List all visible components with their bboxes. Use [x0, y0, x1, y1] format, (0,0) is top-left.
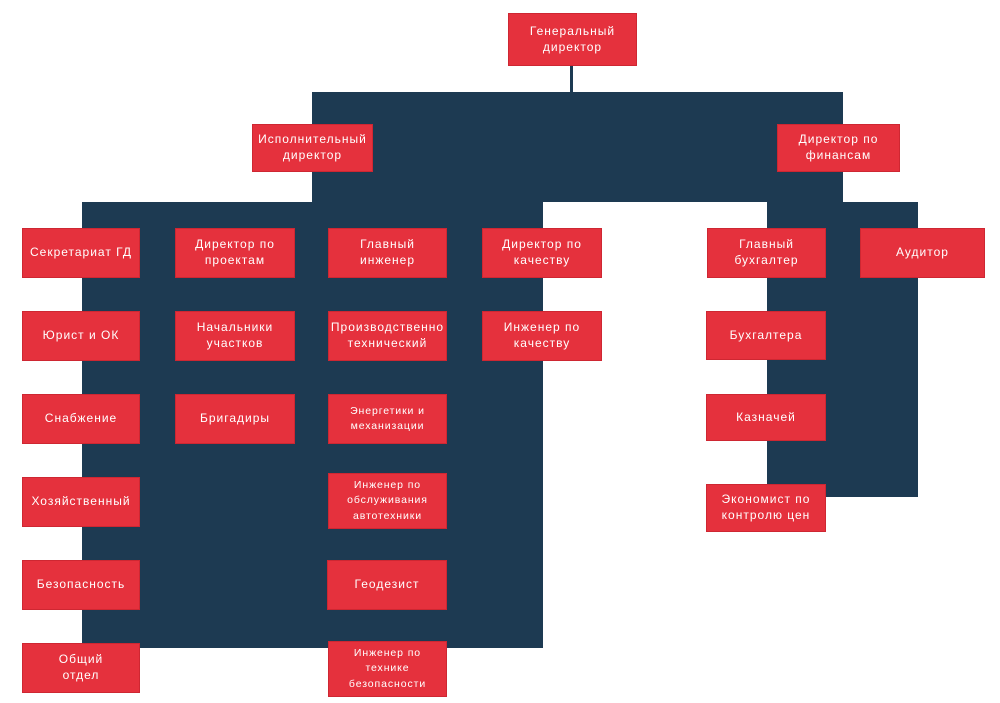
org-node-projects-director: Директор по проектам: [175, 228, 295, 278]
org-node-general-department: Общий отдел: [22, 643, 140, 693]
org-node-foremen: Бригадиры: [175, 394, 295, 444]
org-node-surveyor: Геодезист: [327, 560, 447, 610]
block-shape-block-left: [82, 202, 543, 648]
org-node-lawyer-hr: Юрист и ОК: [22, 311, 140, 361]
org-node-finance-director: Директор по финансам: [777, 124, 900, 172]
org-node-general-director: Генеральный директор: [508, 13, 637, 66]
org-node-household: Хозяйственный: [22, 477, 140, 527]
org-node-chief-accountant: Главный бухгалтер: [707, 228, 826, 278]
org-node-accountants: Бухгалтера: [706, 311, 826, 360]
org-node-production-technical: Производственно технический: [328, 311, 447, 361]
org-node-auto-service-engineer: Инженер по обслуживания автотехники: [328, 473, 447, 529]
connector-root-stem: [570, 66, 573, 93]
org-node-chief-engineer: Главный инженер: [328, 228, 447, 278]
org-node-site-managers: Начальники участков: [175, 311, 295, 361]
org-node-secretariat-gd: Секретариат ГД: [22, 228, 140, 278]
org-node-supply: Снабжение: [22, 394, 140, 444]
org-node-quality-engineer: Инженер по качеству: [482, 311, 602, 361]
org-node-auditor: Аудитор: [860, 228, 985, 278]
org-node-safety-engineer: Инженер по технике безопасности: [328, 641, 447, 697]
org-node-executive-director: Исполнительный директор: [252, 124, 373, 172]
org-node-security: Безопасность: [22, 560, 140, 610]
org-node-treasurer: Казначей: [706, 394, 826, 441]
org-node-price-control-economist: Экономист по контролю цен: [706, 484, 826, 532]
block-shape-band-top: [312, 92, 843, 202]
org-node-energy-mechanization: Энергетики и механизации: [328, 394, 447, 444]
org-node-quality-director: Директор по качеству: [482, 228, 602, 278]
